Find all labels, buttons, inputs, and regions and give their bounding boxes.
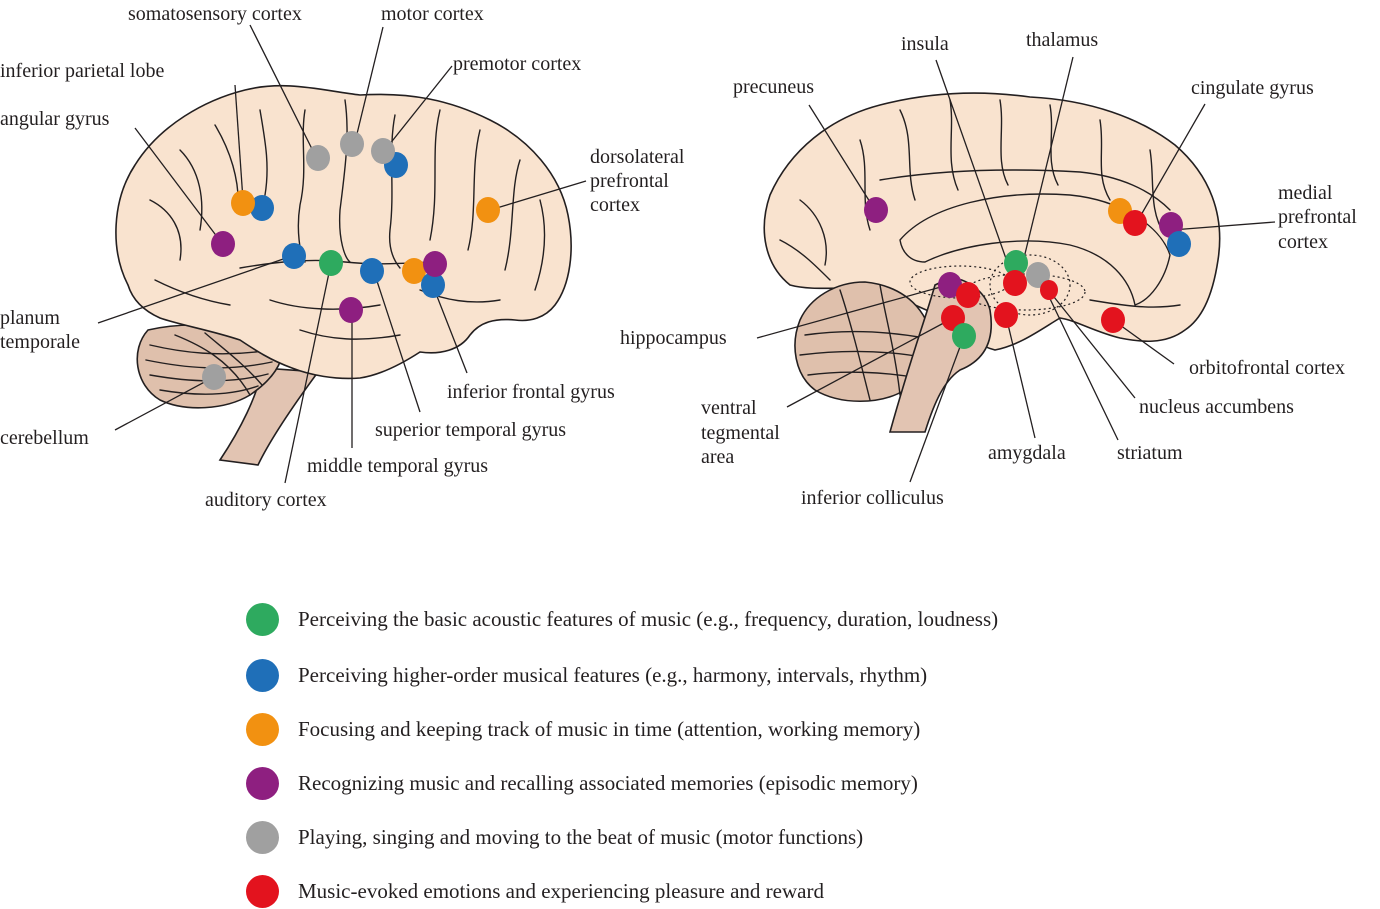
dot-ifg-attention[interactable] bbox=[402, 258, 426, 284]
label-cingulate-gyrus: cingulate gyrus bbox=[1191, 77, 1314, 99]
label-dlpfc-line2: prefrontal bbox=[590, 170, 669, 192]
label-mpfc-line3: cortex bbox=[1278, 231, 1328, 253]
legend-text: Recognizing music and recalling associat… bbox=[298, 770, 918, 795]
medial-brain-view: insula thalamus precuneus cingulate gyru… bbox=[620, 29, 1357, 509]
label-inferior-colliculus: inferior colliculus bbox=[801, 487, 944, 509]
label-mpfc-line1: medial bbox=[1278, 182, 1333, 204]
label-mpfc-line2: prefrontal bbox=[1278, 206, 1357, 228]
dot-dlpfc-attention[interactable] bbox=[476, 197, 500, 223]
legend-text: Perceiving the basic acoustic features o… bbox=[298, 606, 999, 631]
label-vta-line1: ventral bbox=[701, 397, 757, 419]
legend-item-memory: Recognizing music and recalling associat… bbox=[246, 766, 918, 800]
label-cerebellum: cerebellum bbox=[0, 427, 89, 449]
legend-dot-green bbox=[246, 602, 279, 636]
dot-planum-temporale-higher-order[interactable] bbox=[282, 243, 306, 269]
legend-dot-purple bbox=[246, 766, 279, 800]
medial-cerebellum-folia bbox=[799, 284, 929, 401]
label-dlpfc-line1: dorsolateral bbox=[590, 146, 685, 168]
dot-precuneus-memory[interactable] bbox=[864, 197, 888, 223]
medial-region-dots bbox=[864, 197, 1191, 349]
label-inferior-parietal-lobe: inferior parietal lobe bbox=[0, 60, 164, 82]
label-planum-line2: temporale bbox=[0, 331, 80, 353]
dot-cingulate-emotion[interactable] bbox=[1123, 210, 1147, 236]
label-hippocampus: hippocampus bbox=[620, 327, 727, 349]
legend-item-higher-order: Perceiving higher-order musical features… bbox=[246, 658, 927, 692]
dot-hippocampus-memory[interactable] bbox=[938, 272, 962, 298]
legend-text: Music-evoked emotions and experiencing p… bbox=[298, 878, 824, 903]
legend-item-emotion: Music-evoked emotions and experiencing p… bbox=[246, 874, 824, 908]
dot-ifg-higher-order[interactable] bbox=[421, 272, 445, 298]
dot-inferior-colliculus-acoustic[interactable] bbox=[952, 323, 976, 349]
dot-ofc-emotion[interactable] bbox=[1101, 307, 1125, 333]
dot-nucleus-accumbens-emotion[interactable] bbox=[1040, 280, 1058, 300]
legend-dot-blue bbox=[246, 658, 279, 692]
label-angular-gyrus: angular gyrus bbox=[0, 108, 110, 130]
legend-text: Playing, singing and moving to the beat … bbox=[298, 824, 864, 849]
dot-thalamus-acoustic[interactable] bbox=[1004, 250, 1028, 276]
legend-text: Focusing and keeping track of music in t… bbox=[298, 716, 921, 741]
legend-item-acoustic: Perceiving the basic acoustic features o… bbox=[246, 602, 998, 636]
legend-text: Perceiving higher-order musical features… bbox=[298, 662, 928, 687]
dot-mtg-memory[interactable] bbox=[339, 297, 363, 323]
medial-leader-lines bbox=[756, 56, 1276, 483]
dot-motor-cortex-motor[interactable] bbox=[340, 131, 364, 157]
dot-hippocampus-emotion[interactable] bbox=[956, 282, 980, 308]
label-superior-temporal-gyrus: superior temporal gyrus bbox=[375, 419, 566, 441]
label-nucleus-accumbens: nucleus accumbens bbox=[1139, 396, 1294, 418]
dot-stg-higher-order[interactable] bbox=[360, 258, 384, 284]
dot-angular-gyrus-memory[interactable] bbox=[211, 231, 235, 257]
legend-dot-orange bbox=[246, 712, 279, 746]
label-middle-temporal-gyrus: middle temporal gyrus bbox=[307, 455, 488, 477]
dot-somatosensory-motor[interactable] bbox=[306, 145, 330, 171]
label-dlpfc-line3: cortex bbox=[590, 194, 640, 216]
legend-dot-red bbox=[246, 874, 279, 908]
label-auditory-cortex: auditory cortex bbox=[205, 489, 327, 511]
dot-inferior-parietal-attention[interactable] bbox=[231, 190, 255, 216]
lateral-brainstem bbox=[218, 367, 320, 466]
label-premotor-cortex: premotor cortex bbox=[453, 53, 581, 75]
label-somatosensory-cortex: somatosensory cortex bbox=[128, 3, 302, 25]
label-thalamus: thalamus bbox=[1026, 29, 1098, 51]
label-orbitofrontal-cortex: orbitofrontal cortex bbox=[1189, 357, 1345, 379]
label-inferior-frontal-gyrus: inferior frontal gyrus bbox=[447, 381, 615, 403]
legend-dot-gray bbox=[246, 820, 279, 854]
dot-premotor-motor[interactable] bbox=[371, 138, 395, 164]
dot-ifg-memory[interactable] bbox=[423, 251, 447, 277]
label-striatum: striatum bbox=[1117, 442, 1183, 464]
label-vta-line3: area bbox=[701, 446, 734, 468]
label-motor-cortex: motor cortex bbox=[381, 3, 484, 25]
lateral-leader-lines bbox=[97, 24, 587, 484]
legend-item-attention: Focusing and keeping track of music in t… bbox=[246, 712, 920, 746]
dot-cerebellum-motor[interactable] bbox=[202, 364, 226, 390]
label-vta-line2: tegmental bbox=[701, 422, 780, 444]
label-insula: insula bbox=[901, 33, 949, 55]
medial-brainstem bbox=[888, 277, 992, 433]
lateral-region-dots bbox=[202, 131, 500, 390]
dot-auditory-cortex-acoustic[interactable] bbox=[319, 250, 343, 276]
label-precuneus: precuneus bbox=[733, 76, 814, 98]
dot-inferior-parietal-higher-order[interactable] bbox=[250, 195, 274, 221]
dot-amygdala-emotion[interactable] bbox=[994, 302, 1018, 328]
lateral-brain-view: somatosensory cortex motor cortex premot… bbox=[0, 3, 685, 511]
dot-insula-emotion[interactable] bbox=[1003, 270, 1027, 296]
label-planum-line1: planum bbox=[0, 307, 60, 329]
dot-mpfc-higher-order[interactable] bbox=[1167, 231, 1191, 257]
dot-striatum-motor[interactable] bbox=[1026, 262, 1050, 288]
legend-item-motor: Playing, singing and moving to the beat … bbox=[246, 820, 863, 854]
label-amygdala: amygdala bbox=[988, 442, 1066, 464]
lateral-labels: somatosensory cortex motor cortex premot… bbox=[0, 3, 685, 511]
medial-labels: insula thalamus precuneus cingulate gyru… bbox=[620, 29, 1357, 509]
